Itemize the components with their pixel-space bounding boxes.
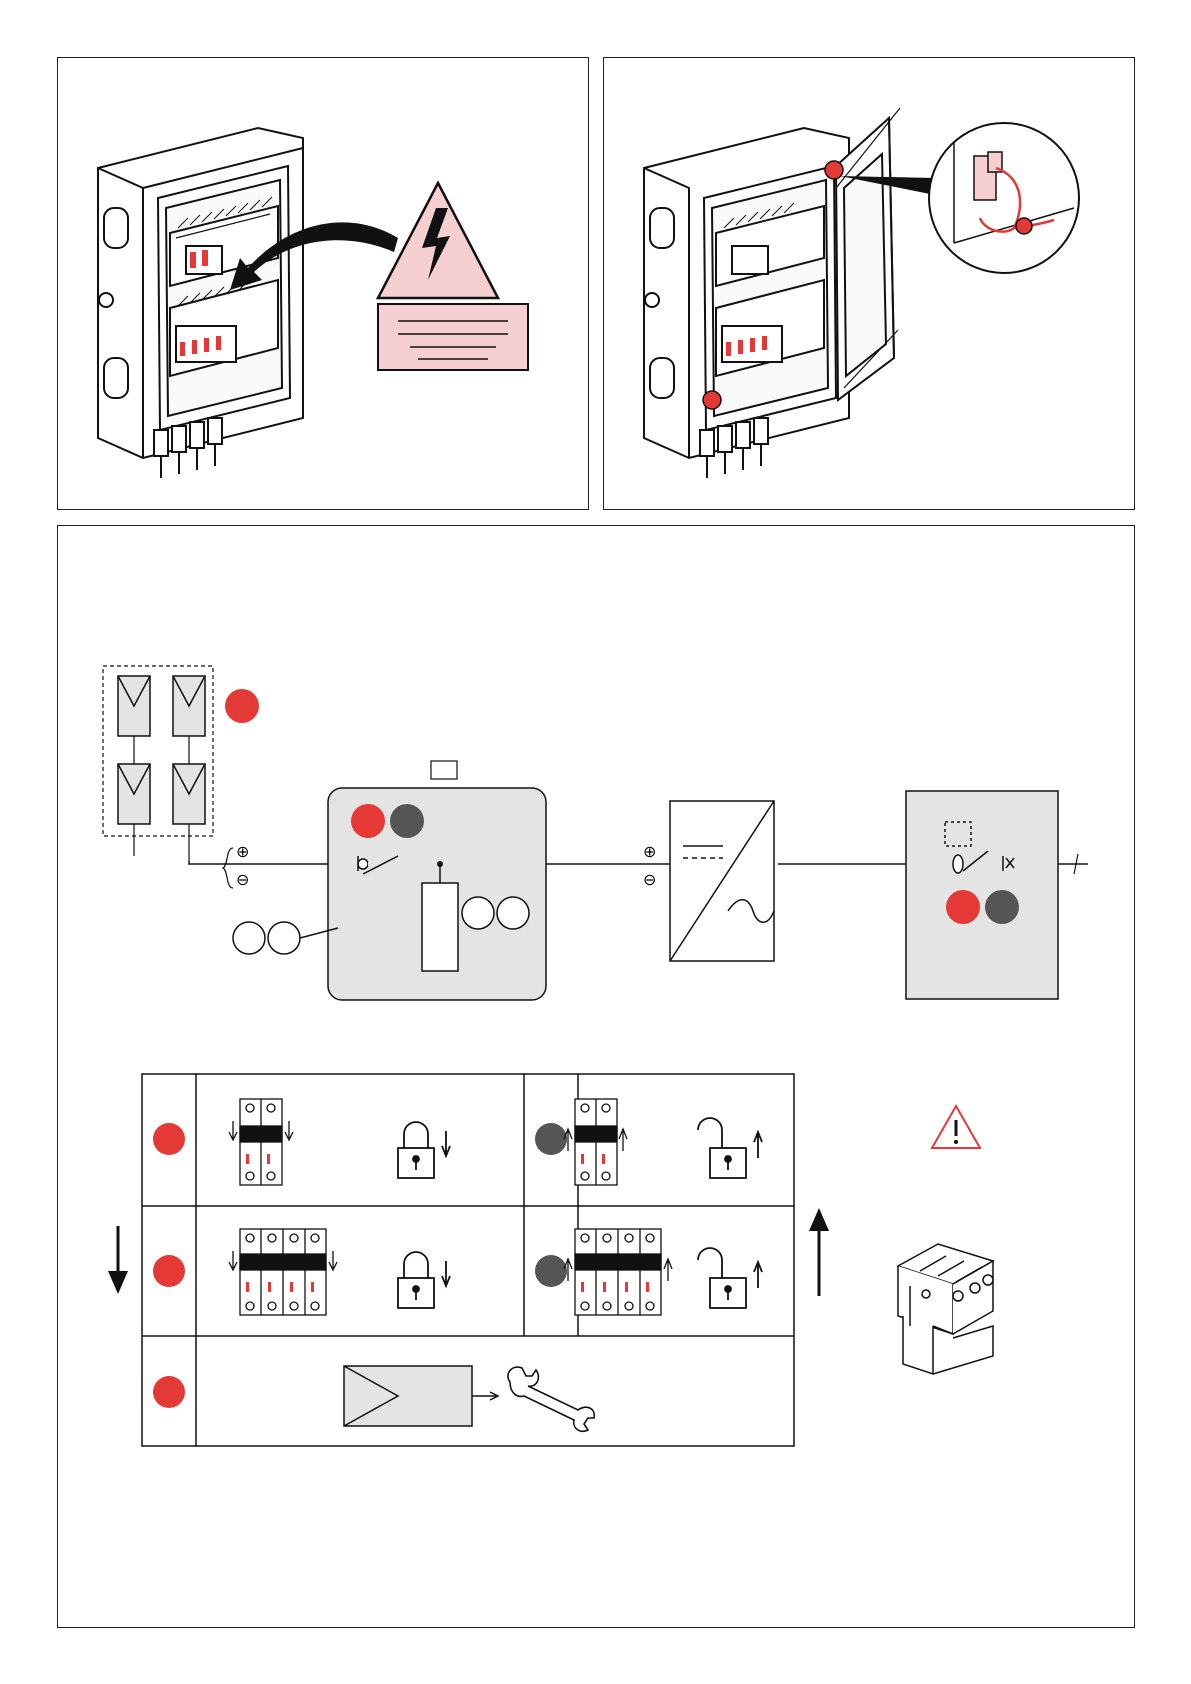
procedure-diagram: ⊕ ⊖ ⊕ ⊖ <box>58 526 1136 1629</box>
status-dot-pv <box>225 689 259 723</box>
row2-dot-grey <box>535 1255 567 1287</box>
inverter-icon <box>670 801 774 961</box>
breaker-4p-on-icon <box>564 1229 672 1315</box>
seal-top-icon <box>825 161 843 179</box>
row1-dot-red <box>153 1123 185 1155</box>
warning-triangle-icon <box>932 1106 980 1148</box>
panel-warning-label <box>57 57 589 510</box>
enclosure-seal-illustration <box>604 58 1136 511</box>
status-dot-ac-grey <box>985 890 1019 924</box>
status-dot-dc-grey <box>390 804 424 838</box>
seal-bottom-icon <box>703 391 721 409</box>
breaker-off-icon <box>229 1099 293 1185</box>
row3-dot-red <box>153 1376 185 1408</box>
padlock-closed-icon <box>398 1122 450 1178</box>
padlock-open-icon-2 <box>698 1248 762 1308</box>
status-dot-dc-red <box>351 804 385 838</box>
padlock-closed-icon-2 <box>398 1252 450 1308</box>
row1-dot-grey <box>535 1123 567 1155</box>
enclosure-open-door-icon <box>644 108 900 478</box>
status-dot-ac-red <box>946 890 980 924</box>
terminal-minus-inverter: ⊖ <box>643 872 656 889</box>
pv-module-icon <box>118 676 205 824</box>
module-replace-icon <box>344 1366 498 1426</box>
door-seal-detail-icon <box>929 123 1079 273</box>
wrench-icon <box>508 1367 594 1431</box>
spd-module-icon <box>898 1244 993 1374</box>
terminal-plus-inverter: ⊕ <box>643 844 656 861</box>
panel-door-seal <box>603 57 1135 510</box>
terminal-minus-left: ⊖ <box>236 872 249 889</box>
up-arrow-icon <box>809 1208 829 1296</box>
dc-disconnector-box <box>328 788 546 1000</box>
enclosure-warning-illustration <box>58 58 590 511</box>
enclosure-icon <box>98 128 303 478</box>
panel-procedure: ⊕ ⊖ ⊕ ⊖ <box>57 525 1135 1628</box>
breaker-4p-off-icon <box>229 1229 337 1315</box>
pv-array <box>103 666 213 861</box>
warning-label-icon <box>378 304 528 370</box>
dc-box-label-square <box>431 761 457 779</box>
breaker-on-icon <box>564 1099 627 1185</box>
down-arrow-icon <box>108 1226 128 1294</box>
surge-protector-icon <box>422 883 458 971</box>
row2-dot-red <box>153 1255 185 1287</box>
terminal-plus-left: ⊕ <box>236 844 249 861</box>
ac-box <box>906 791 1058 999</box>
padlock-open-icon <box>698 1118 762 1178</box>
